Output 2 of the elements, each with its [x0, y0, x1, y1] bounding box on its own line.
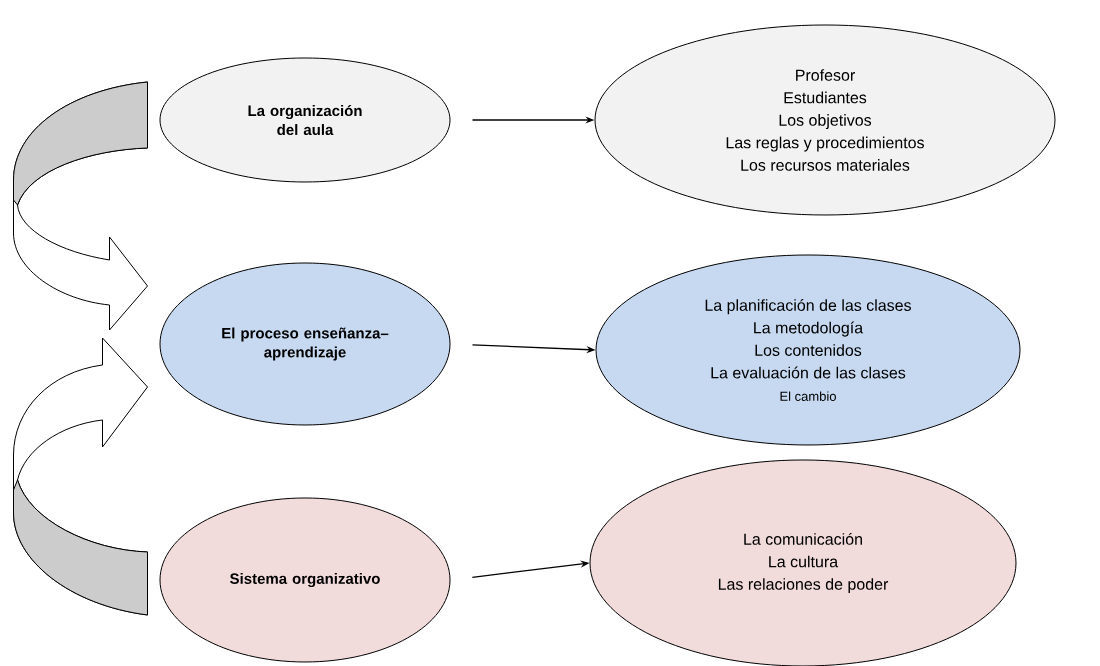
curved-block-arrow [13, 337, 148, 616]
curved-block-arrow [13, 81, 148, 331]
